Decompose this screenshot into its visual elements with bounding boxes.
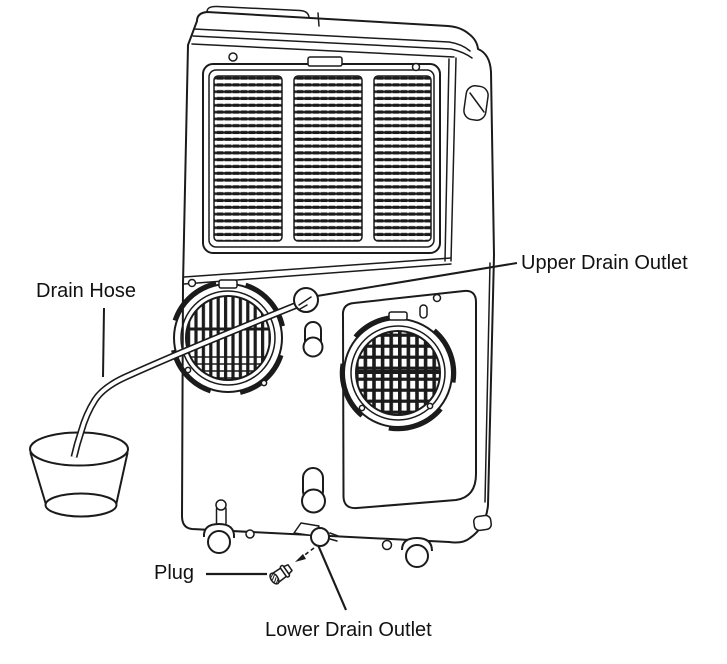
plug-insertion-arrow (295, 547, 315, 562)
louver-grille (202, 56, 441, 254)
screw-icon (432, 293, 442, 303)
lower-drain-outlet-label: Lower Drain Outlet (265, 619, 432, 641)
lower-drain-outlet (293, 522, 339, 547)
drain-hose-pointer-line (102, 307, 105, 378)
foot (381, 539, 393, 551)
screw-icon (187, 278, 197, 288)
left-fan-grille (169, 279, 287, 397)
side-crease (450, 57, 457, 262)
lower-drain-outlet-leader-line (316, 544, 348, 611)
caster-wheel (207, 530, 231, 554)
top-cap (191, 5, 473, 59)
screw-icon (411, 62, 421, 72)
drain-hose-label: Drain Hose (36, 280, 137, 302)
ac-unit (169, 5, 495, 568)
keyhole-slot-upper (302, 321, 324, 358)
side-lower-crease (484, 262, 491, 503)
upper-drain-outlet-leader-line (316, 262, 518, 297)
side-handle (463, 85, 489, 121)
drain-plug (269, 564, 293, 585)
upper-drain-outlet-label: Upper Drain Outlet (521, 252, 688, 274)
caster-wheel (405, 544, 429, 568)
plug-label: Plug (154, 562, 195, 584)
rear-foot (473, 514, 492, 532)
upper-drain-outlet (293, 287, 319, 313)
grille-top-tab (307, 56, 343, 67)
keyhole-slot-lower (301, 467, 326, 514)
back-panel-right-edge (444, 58, 450, 262)
screw-icon (228, 52, 238, 62)
screw-slot (419, 304, 428, 319)
casters (202, 499, 492, 568)
drain-hose (70, 301, 299, 458)
